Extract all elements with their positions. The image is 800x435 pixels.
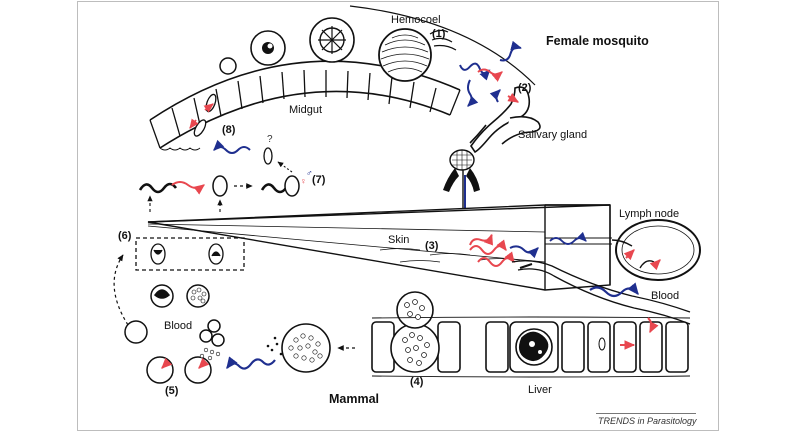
label-question-mark: ? (267, 134, 273, 145)
merosome (266, 323, 331, 373)
label-salivary-gland: Salivary gland (518, 129, 588, 141)
footer-rule (596, 413, 696, 414)
blue-arrow-midgut-invasion (213, 139, 251, 154)
kupffer-cell (598, 337, 606, 351)
label-blood-right: Blood (651, 290, 680, 302)
step-1: (1) (432, 28, 446, 40)
lymph-node (611, 219, 701, 281)
label-lymph-node: Lymph node (619, 208, 680, 220)
label-midgut: Midgut (289, 104, 323, 116)
blue-arrow-skin (509, 245, 539, 259)
blue-arrow-hemocoel-2 (467, 79, 479, 107)
title-female-mosquito: Female mosquito (546, 34, 649, 48)
mosquito-head (443, 149, 480, 240)
label-hemocoel: Hemocoel (391, 14, 441, 26)
step-2: (2) (518, 82, 532, 94)
dermis-texture (379, 248, 521, 263)
released-sporozoites (429, 29, 457, 51)
step-8: (8) (222, 124, 236, 136)
red-arrow-skin-3 (469, 233, 493, 246)
blue-arrow-salivary (489, 89, 501, 103)
label-liver: Liver (528, 384, 552, 396)
blue-arrow-lymph (549, 231, 587, 245)
step-3: (3) (425, 240, 439, 252)
hemocoel-boundary (349, 5, 536, 86)
blood-vessel (511, 260, 691, 325)
free-merozoites (199, 347, 221, 361)
red-arrow-liver (647, 317, 659, 334)
blue-arrow-bloodstream (589, 282, 639, 298)
red-arrow-rbc-invasion (161, 357, 173, 369)
blood-stage-cells (124, 284, 225, 384)
blue-arrow-merozoite-release (226, 356, 276, 370)
blue-arrow-hemocoel-1 (459, 62, 491, 81)
blue-arrow-hemocoel-3 (499, 40, 522, 62)
gametocytes-in-box (150, 243, 224, 265)
red-arrow-skin-1 (469, 239, 507, 255)
label-blood-left: Blood (164, 320, 193, 332)
red-arrow-salivary (507, 92, 520, 103)
liver-sinusoid-lines (371, 316, 691, 378)
label-skin: Skin (388, 234, 410, 246)
red-arrow-skin-2 (477, 251, 515, 267)
male-symbol: ♂ (306, 168, 313, 178)
merozoite-dots (402, 299, 430, 366)
step-5: (5) (165, 385, 179, 397)
female-symbol: ♀ (300, 176, 307, 186)
oocyst-nucleated (250, 30, 286, 66)
oocyst-mature (378, 28, 432, 82)
red-arrow-rbc-invasion-2 (198, 357, 210, 369)
red-arrow-hemocoel (477, 68, 503, 82)
liver-tissue (371, 291, 689, 373)
oocyst-small (219, 57, 237, 75)
step-7: (7) (312, 174, 326, 186)
step-6: (6) (118, 230, 132, 242)
journal-footer: TRENDS in Parasitology (598, 416, 697, 426)
dashed-arrow-blood-to-uptake (113, 254, 129, 326)
ookinete-crossing (193, 93, 217, 137)
title-mammal: Mammal (329, 392, 380, 406)
skin-wedge (147, 204, 611, 291)
oocyst-sporulating (309, 17, 355, 63)
salivary-gland (469, 86, 541, 154)
red-arrow-midgut-2 (189, 118, 199, 129)
red-arrow-midgut (203, 103, 214, 113)
step-4: (4) (410, 376, 424, 388)
gametocyte-transformation (138, 147, 300, 197)
